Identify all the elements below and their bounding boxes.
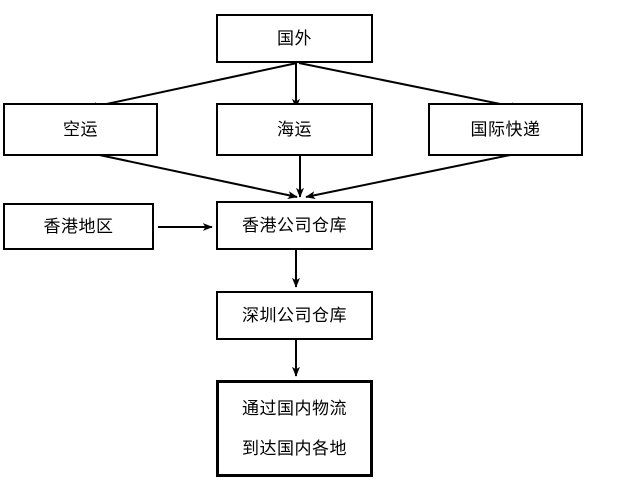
node-shenzhen-warehouse[interactable]: 深圳公司仓库 xyxy=(216,291,373,340)
node-label: 国际快递 xyxy=(470,119,541,139)
node-label: 到达国内各地 xyxy=(242,438,347,458)
node-sea-freight[interactable]: 海运 xyxy=(216,103,373,156)
edge-overseas-to-air xyxy=(87,62,298,110)
node-label: 香港公司仓库 xyxy=(242,215,347,235)
node-label: 香港地区 xyxy=(43,216,114,236)
edge-express-to-hk-warehouse xyxy=(305,152,521,200)
node-hong-kong-warehouse[interactable]: 香港公司仓库 xyxy=(216,201,373,250)
node-hong-kong-region[interactable]: 香港地区 xyxy=(3,203,154,250)
node-label: 海运 xyxy=(277,119,312,139)
node-overseas[interactable]: 国外 xyxy=(216,14,373,63)
edge-air-to-hk-warehouse xyxy=(89,152,298,199)
node-label: 通过国内物流 xyxy=(242,398,347,418)
node-international-express[interactable]: 国际快递 xyxy=(428,103,583,156)
node-label: 空运 xyxy=(63,119,98,139)
node-label: 深圳公司仓库 xyxy=(242,305,347,325)
node-label: 国外 xyxy=(277,28,312,48)
node-air-freight[interactable]: 空运 xyxy=(3,103,158,156)
edge-overseas-to-express xyxy=(298,62,521,111)
node-domestic-delivery[interactable]: 通过国内物流到达国内各地 xyxy=(216,380,373,477)
